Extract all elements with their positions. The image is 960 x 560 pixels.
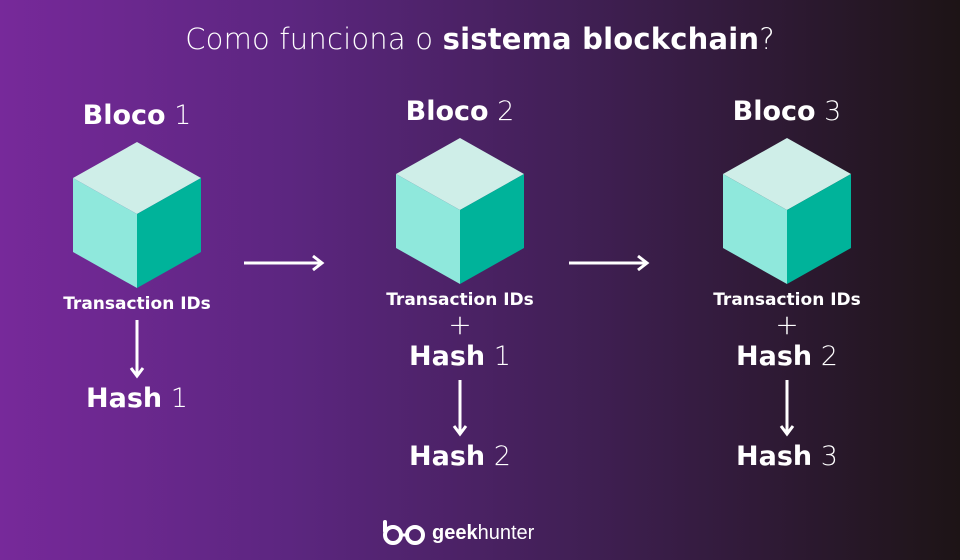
down-arrow-icon [779,380,795,437]
plus-sign: + [448,308,472,341]
block-3-title: Bloco 3 [732,96,842,127]
cube-icon [396,138,524,284]
transaction-ids-label: Transaction IDs [63,294,211,314]
geekhunter-logo: geekhunter [382,519,534,547]
hash-output-label: Hash 1 [86,383,188,414]
cube-icon [723,138,851,284]
brand-name-light: hunter [477,521,535,544]
block-2-title: Bloco 2 [405,96,515,127]
brand-name-bold: geek [432,521,478,544]
previous-hash-label: Hash 1 [409,341,511,372]
right-arrow-icon [244,254,325,272]
glasses-icon [383,520,425,545]
block-3: Bloco 3 Transaction IDs + Hash 2 Hash 3 [672,92,902,475]
block-2: Bloco 2 Transaction IDs + Hash 1 Hash 2 [345,92,575,475]
hash-output-label: Hash 3 [736,441,838,472]
block-1: Bloco 1 Transaction IDs Hash 1 [22,96,252,417]
hash-output-label: Hash 2 [409,441,511,472]
right-arrow-icon [569,254,650,272]
down-arrow-icon [452,380,468,437]
down-arrow-icon [129,320,145,379]
page-title: Como funciona o sistema blockchain? [185,22,775,56]
cube-icon [73,142,201,288]
transaction-ids-label: Transaction IDs [386,290,534,310]
plus-sign: + [775,308,799,341]
transaction-ids-label: Transaction IDs [713,290,861,310]
previous-hash-label: Hash 2 [736,341,838,372]
block-1-title: Bloco 1 [82,100,192,131]
